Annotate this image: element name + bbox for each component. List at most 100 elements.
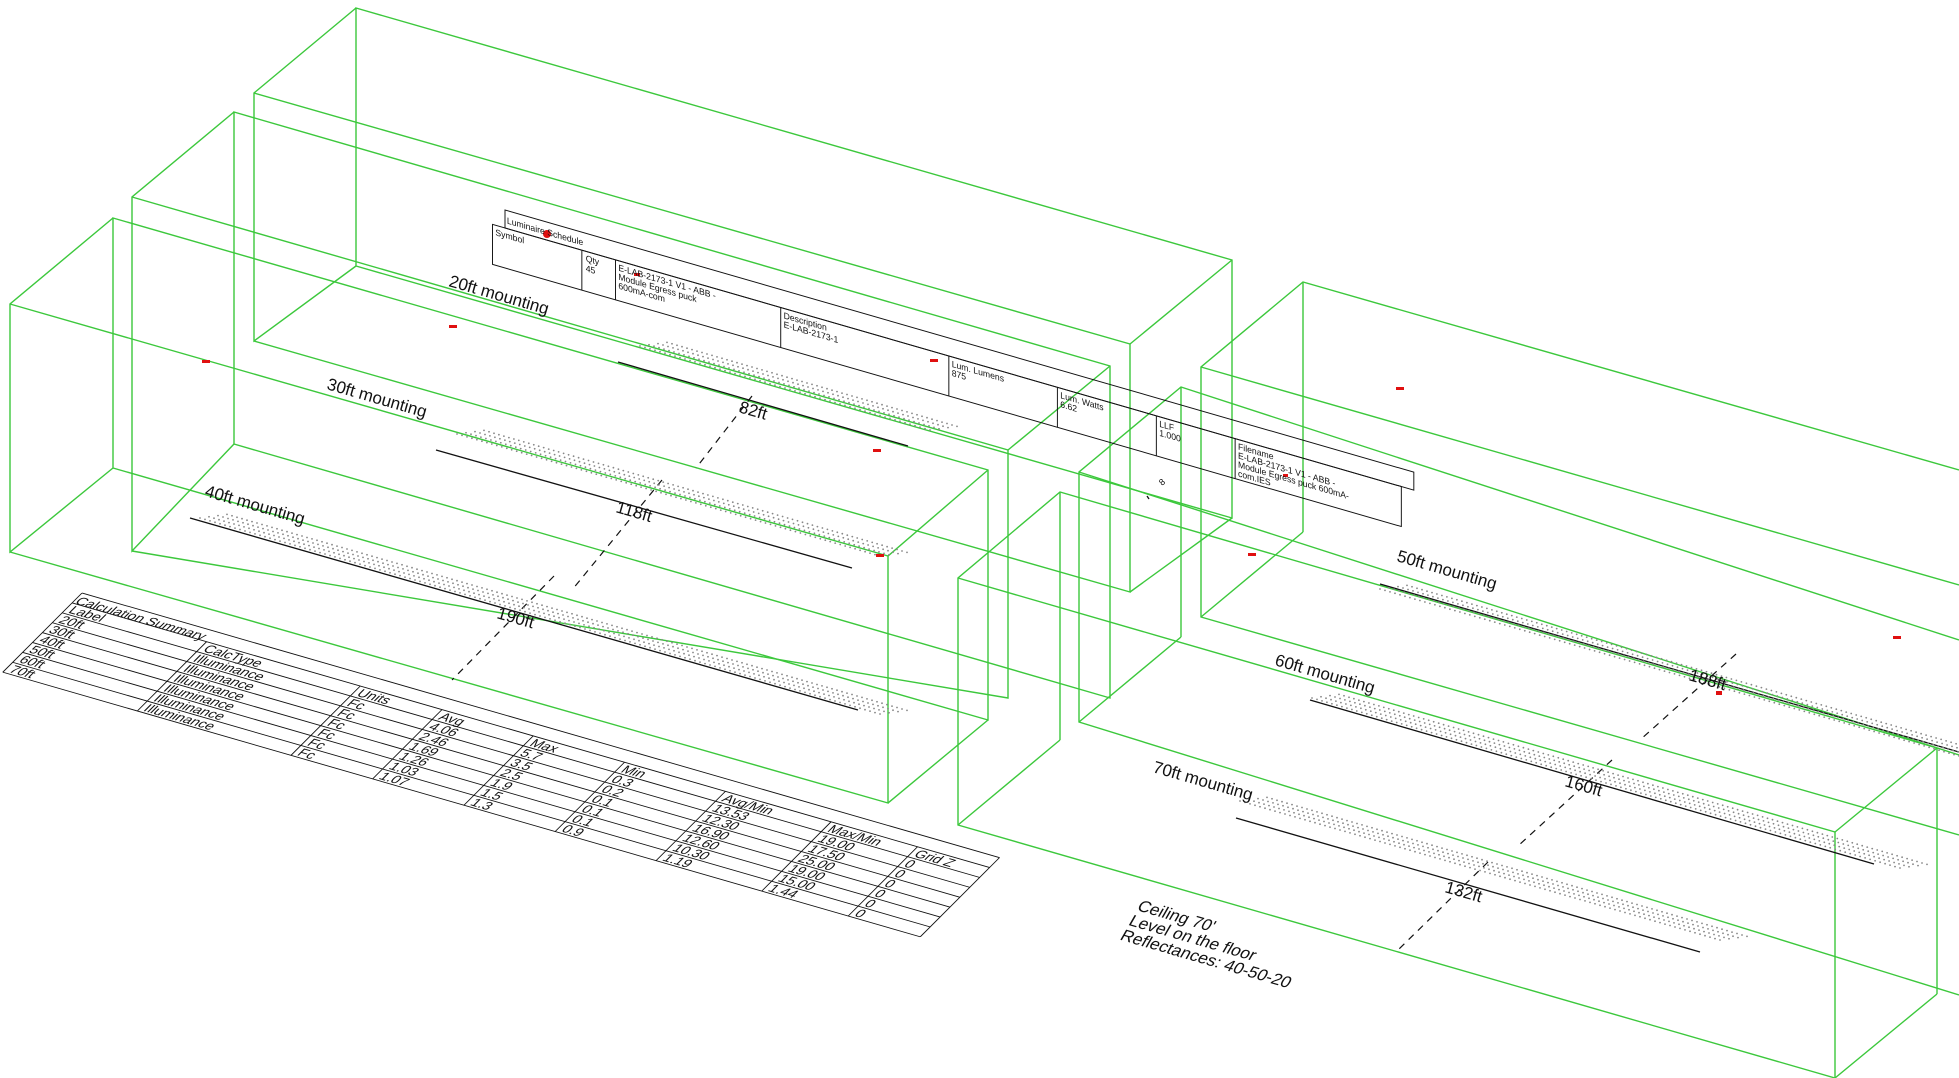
calc-point xyxy=(386,559,388,562)
calc-point xyxy=(495,444,498,447)
calc-point xyxy=(1810,701,1813,703)
calc-point xyxy=(708,498,710,500)
calc-point xyxy=(821,685,823,687)
calc-point xyxy=(459,592,461,594)
calc-point xyxy=(1657,664,1660,667)
calc-point xyxy=(486,588,488,591)
calc-point xyxy=(1732,811,1735,814)
calc-point xyxy=(776,373,778,376)
calc-point xyxy=(1434,729,1437,731)
calc-point xyxy=(1525,759,1528,761)
calc-point xyxy=(414,579,416,581)
luminaire-markers xyxy=(202,230,1901,695)
calc-cell: 70ft xyxy=(6,663,40,681)
calc-point xyxy=(1916,860,1918,863)
calc-point xyxy=(1341,818,1343,820)
calc-point xyxy=(771,670,773,673)
calc-point xyxy=(679,356,681,359)
calc-point xyxy=(887,707,889,710)
calc-point xyxy=(349,560,351,563)
calc-point xyxy=(776,514,779,516)
calc-point xyxy=(722,498,724,501)
calc-point xyxy=(1896,729,1898,732)
calc-point xyxy=(431,572,433,575)
calc-point xyxy=(1713,809,1716,812)
calc-point xyxy=(1688,802,1691,805)
calc-point xyxy=(1733,815,1736,818)
calc-point xyxy=(1813,713,1816,716)
calc-point xyxy=(1819,844,1822,846)
calc-point xyxy=(1667,916,1669,919)
calc-point xyxy=(514,607,516,610)
calc-point xyxy=(634,642,636,645)
calc-point xyxy=(401,563,403,566)
calc-point xyxy=(1648,665,1651,668)
calc-point xyxy=(1725,676,1728,679)
calc-point xyxy=(1633,661,1636,664)
calc-point xyxy=(219,522,221,525)
calc-point xyxy=(599,632,601,635)
calc-point xyxy=(896,548,898,551)
calc-point xyxy=(327,546,329,549)
calc-point xyxy=(1721,928,1723,931)
calc-point xyxy=(951,424,953,426)
calc-point xyxy=(1388,712,1391,714)
calc-point xyxy=(1616,897,1618,900)
calc-point xyxy=(1372,831,1374,833)
calc-point xyxy=(1672,669,1675,671)
calc-point xyxy=(806,522,809,525)
calc-point xyxy=(418,576,420,579)
calc-point xyxy=(799,532,802,534)
calc-point xyxy=(1628,781,1630,783)
calc-point xyxy=(722,502,725,505)
calc-point xyxy=(1907,861,1909,864)
calc-point xyxy=(1633,910,1635,913)
calc-point xyxy=(1536,874,1538,877)
calc-point xyxy=(1383,710,1386,713)
calc-point xyxy=(1687,922,1689,924)
calc-point xyxy=(1766,692,1769,694)
calc-point xyxy=(638,478,641,480)
calc-point xyxy=(1390,720,1393,722)
calc-point xyxy=(392,565,394,567)
calc-point xyxy=(1862,848,1865,851)
calc-point xyxy=(714,507,717,510)
calc-point xyxy=(767,515,770,518)
calc-point xyxy=(1348,827,1350,830)
calc-point xyxy=(324,553,326,555)
calc-point xyxy=(1822,712,1825,714)
calc-point xyxy=(1852,846,1855,848)
calc-point xyxy=(343,554,345,557)
room-40ft-dimension xyxy=(189,517,859,711)
calc-point xyxy=(1550,766,1553,769)
calc-point xyxy=(1513,875,1515,878)
calc-point xyxy=(1670,660,1673,663)
calc-point xyxy=(338,553,340,556)
calc-point xyxy=(1676,915,1678,917)
calc-point xyxy=(1552,755,1555,758)
calc-point xyxy=(1926,738,1928,741)
calc-point xyxy=(697,491,699,493)
calc-point xyxy=(600,474,603,477)
calc-point xyxy=(1530,620,1533,623)
calc-point xyxy=(512,599,514,602)
calc-point xyxy=(1516,868,1518,871)
calc-point xyxy=(436,574,438,576)
calc-point xyxy=(1691,795,1694,798)
calc-point xyxy=(754,677,756,679)
calc-point xyxy=(1814,842,1817,845)
calc-point xyxy=(1532,628,1535,631)
calc-point xyxy=(1887,856,1889,858)
calc-point xyxy=(1826,834,1829,837)
calc-point xyxy=(399,574,401,577)
calc-point xyxy=(1514,752,1517,754)
calc-point xyxy=(1586,889,1588,891)
calc-point xyxy=(623,473,626,476)
calc-point xyxy=(1448,604,1450,606)
calc-point xyxy=(357,555,359,557)
calc-point xyxy=(1600,640,1603,643)
calc-point xyxy=(372,559,374,562)
calc-point xyxy=(837,535,840,538)
calc-point xyxy=(864,410,866,413)
calc-point xyxy=(1507,621,1510,624)
